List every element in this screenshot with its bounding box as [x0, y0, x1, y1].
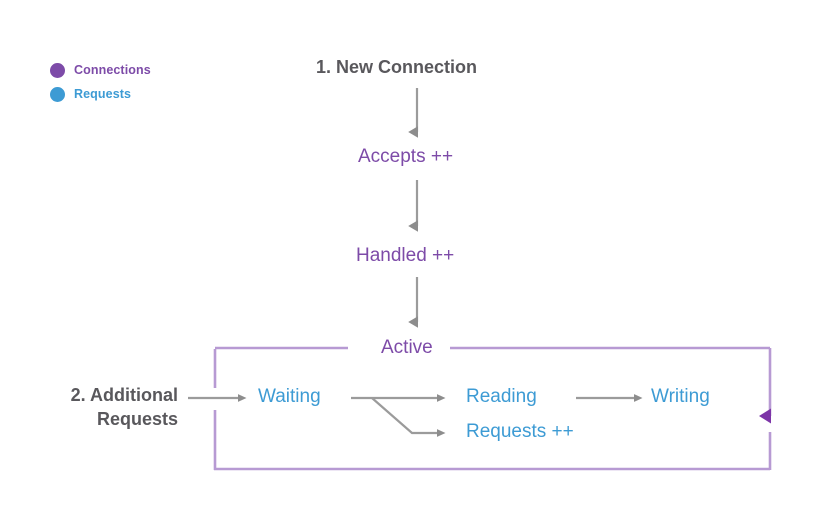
node-writing: Writing	[651, 386, 710, 408]
legend-item-connections: Connections	[50, 58, 151, 82]
node-waiting-label: Waiting	[258, 386, 321, 407]
node-new-connection-label: 1. New Connection	[316, 57, 478, 77]
node-additional-requests-line2: Requests	[96, 409, 178, 430]
node-accepts: Accepts ++	[358, 146, 453, 168]
circle-icon	[50, 62, 65, 78]
circle-icon	[50, 86, 65, 102]
node-reading-label: Reading	[466, 386, 537, 407]
node-waiting: Waiting	[258, 386, 321, 408]
legend: Connections Requests	[50, 58, 151, 106]
node-writing-label: Writing	[651, 386, 710, 407]
node-handled: Handled ++	[356, 245, 454, 267]
node-handled-label: Handled ++	[356, 245, 455, 266]
active-loop-box	[213, 346, 772, 471]
node-requests: Requests ++	[466, 421, 574, 443]
node-new-connection: 1. New Connection	[316, 57, 477, 78]
legend-item-requests-label: Requests	[74, 87, 132, 101]
node-requests-label: Requests ++	[466, 421, 574, 442]
node-accepts-label: Accepts ++	[358, 146, 454, 167]
legend-item-requests: Requests	[50, 82, 151, 106]
node-active: Active	[381, 337, 433, 359]
edge-waiting-to-requests	[371, 397, 446, 437]
node-reading: Reading	[466, 386, 537, 408]
node-additional-requests: 2. Additional Requests	[30, 383, 178, 432]
legend-item-connections-label: Connections	[74, 63, 151, 77]
node-active-label: Active	[381, 337, 433, 358]
node-additional-requests-line1: 2. Additional	[70, 385, 178, 405]
